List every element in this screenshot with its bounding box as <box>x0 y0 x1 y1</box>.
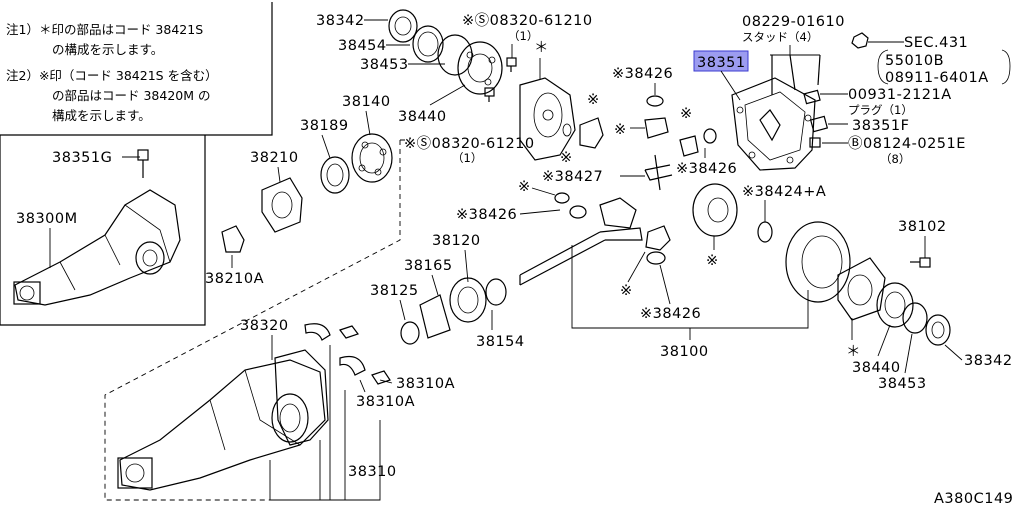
label-38351G: 38351G <box>52 150 112 166</box>
mark-asterisk-case: ＊ <box>534 40 549 56</box>
label-38426-d: ※38426 <box>640 306 701 322</box>
label-08911: 08911-6401A <box>885 70 989 86</box>
label-08320-top-qty: （1） <box>508 29 538 43</box>
label-38427: ※38427 <box>542 169 603 185</box>
label-08229: 08229-01610 <box>742 14 845 30</box>
label-38440-bot: 38440 <box>852 360 901 376</box>
label-08320-mid-qty: （1） <box>452 151 482 165</box>
drive-pinion-group: ※ ※38426 38120 38165 38125 38154 ※ ※3842… <box>370 179 809 360</box>
ring-gear-group: ※ ※38424+A <box>692 183 851 303</box>
label-38310A-2: 38310A <box>356 394 415 410</box>
label-38310A-1: 38310A <box>396 376 455 392</box>
label-38120: 38120 <box>432 233 481 249</box>
label-38426-b: ※38426 <box>676 161 737 177</box>
note1-line1: 注1）＊印の部品はコード 38421S <box>6 22 203 37</box>
label-38453-top: 38453 <box>360 57 409 73</box>
label-38426-c: ※38426 <box>456 207 517 223</box>
side-bearing-top: 38342 38454 38453 38440 <box>316 9 503 125</box>
note2-line2: の部品はコード 38420M の <box>52 88 211 103</box>
label-38424: ※38424+A <box>742 184 826 200</box>
label-38125: 38125 <box>370 283 419 299</box>
side-bearing-bottom: 38102 ＊ 38440 38453 38342 <box>837 219 1013 392</box>
mark-asterisk-bottom: ＊ <box>846 344 861 360</box>
pinion-shaft-38427: ※38427 ※38426 <box>542 148 737 191</box>
label-38320: 38320 <box>240 318 289 334</box>
note1-line2: の構成を示します。 <box>52 42 163 57</box>
plug-38351F: 38351F <box>809 115 909 134</box>
label-sec431: SEC.431 <box>904 35 968 51</box>
label-38210A: 38210A <box>205 271 264 287</box>
label-38140: 38140 <box>342 94 391 110</box>
label-38100: 38100 <box>660 344 709 360</box>
cover-drawing <box>731 77 816 171</box>
rear-cover-38351: 38351 <box>693 50 816 171</box>
mark-kome-4: ※ <box>680 106 693 122</box>
dashed-boundary <box>104 140 401 501</box>
figure-code: A380C149 <box>934 491 1013 507</box>
note2-line3: 構成を示します。 <box>52 108 151 123</box>
label-plug-qty: プラグ（1） <box>848 103 913 117</box>
pinion-mate-group: ※38426 ※ ※ ※ ※ <box>560 66 717 166</box>
label-08124: Ⓑ08124-0251E <box>848 135 966 152</box>
breather-part <box>137 149 149 161</box>
label-38426-a: ※38426 <box>612 66 673 82</box>
stud-08229: 08229-01610 スタッド（4） <box>742 14 845 95</box>
label-08124-qty: （8） <box>880 152 910 166</box>
label-38189: 38189 <box>300 118 349 134</box>
mark-kome-5: ※ <box>518 179 531 195</box>
front-bearing-group: 38140 38189 ※Ⓢ08320-61210 （1） 38210 3821… <box>205 94 535 287</box>
label-00931: 00931-2121A <box>848 87 952 103</box>
nut-sec431: SEC.431 55010B 08911-6401A <box>851 32 1011 86</box>
label-38310: 38310 <box>348 464 397 480</box>
label-38454: 38454 <box>338 38 387 54</box>
label-stud-qty: スタッド（4） <box>742 30 818 44</box>
plug-00931: 00931-2121A プラグ（1） <box>803 87 952 117</box>
mark-kome-7: ※ <box>706 253 719 269</box>
mark-kome-6: ※ <box>620 283 633 299</box>
inset-assembly: 38351G 38300M <box>0 135 206 326</box>
label-08320-top: ※Ⓢ08320-61210 <box>462 12 593 29</box>
label-55010B: 55010B <box>885 53 944 69</box>
mark-kome-3: ※ <box>614 122 627 138</box>
label-38453-bot: 38453 <box>878 376 927 392</box>
label-38342-bot: 38342 <box>964 353 1013 369</box>
bolt-08320-top: ※Ⓢ08320-61210 （1） ＊ <box>462 12 593 161</box>
label-38210: 38210 <box>250 150 299 166</box>
mark-kome-2: ※ <box>560 150 573 166</box>
housing-drawing <box>119 359 326 491</box>
label-38440-top: 38440 <box>398 109 447 125</box>
bolt-08124: Ⓑ08124-0251E （8） <box>809 135 966 166</box>
notes-box: 注1）＊印の部品はコード 38421S の構成を示します。 注2）※印（コード … <box>0 2 273 136</box>
ring-gear-drawing <box>785 221 851 303</box>
note2-line1: 注2）※印（コード 38421S を含む） <box>6 68 218 83</box>
label-38351[interactable]: 38351 <box>697 55 746 71</box>
label-38165: 38165 <box>404 258 453 274</box>
label-38342-top: 38342 <box>316 13 365 29</box>
diff-case-drawing <box>519 77 576 161</box>
label-08320-mid: ※Ⓢ08320-61210 <box>404 135 535 152</box>
label-38154: 38154 <box>476 334 525 350</box>
label-38351F: 38351F <box>852 118 909 134</box>
label-38102: 38102 <box>898 219 947 235</box>
carrier-housing-38310: 38320 38310A 38310A 38310 <box>117 318 455 501</box>
label-38300M: 38300M <box>16 211 78 227</box>
mark-kome-1: ※ <box>587 92 600 108</box>
